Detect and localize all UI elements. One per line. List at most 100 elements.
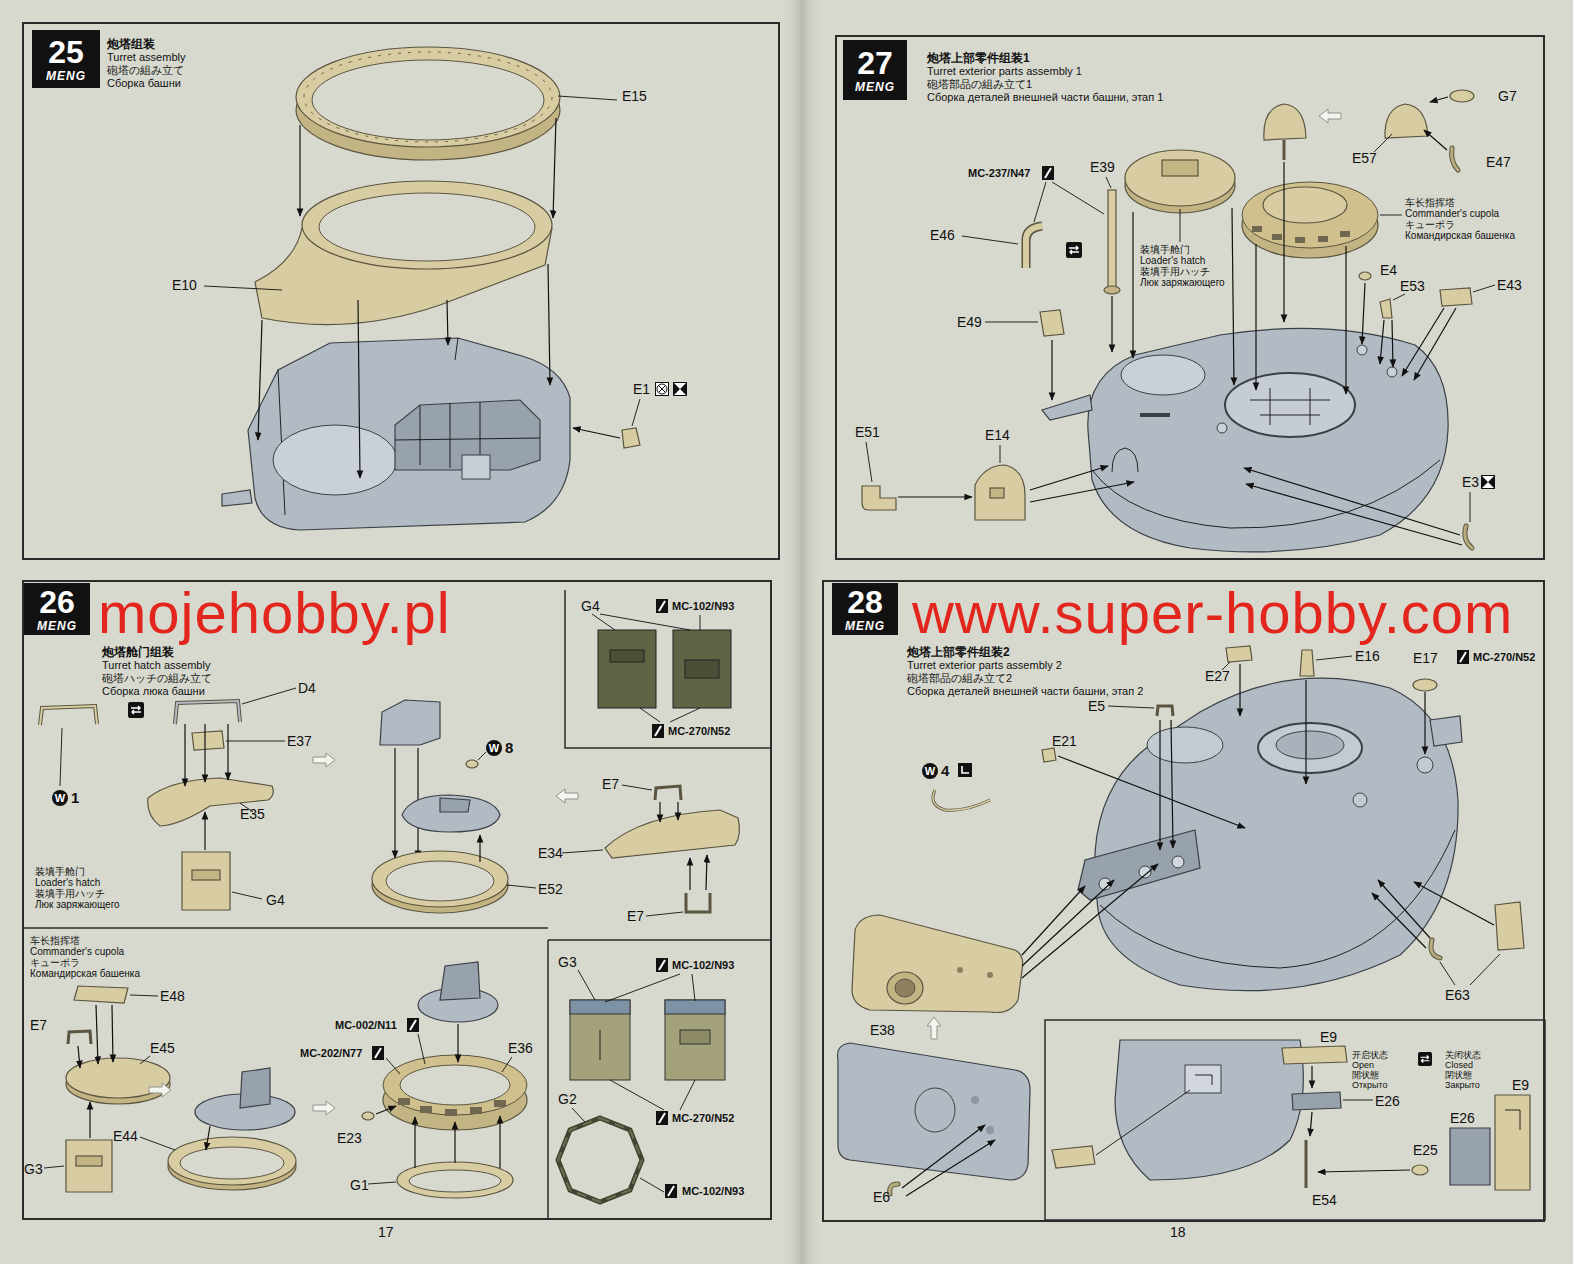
part-number: E38 [870,1022,895,1038]
quantity-number: 1 [71,789,79,806]
step-number: 26 [39,586,75,618]
title-line: Turret exterior parts assembly 1 [927,65,1163,78]
quantity-number: 8 [505,739,513,756]
title-line: Сборка деталей внешней части башни, этап… [907,685,1143,698]
step-icon-letter: W [922,763,938,779]
caption-text: Люк заряжающего [35,899,120,910]
part-number: E35 [240,806,265,822]
caption-text: 装填手用ハッチ [35,888,105,899]
title-line: Turret hatch assembly [102,659,212,672]
part-number: G2 [558,1091,577,1107]
step-title: 炮塔上部零件组装1Turret exterior parts assembly … [927,52,1163,104]
caption-text: 车长指挥塔 [1405,197,1455,208]
part-number: E57 [1352,150,1377,166]
caption-text: Closed [1445,1060,1473,1070]
step-number: 25 [48,36,84,68]
title-line: 炮塔组装 [107,38,185,51]
part-number: E39 [1090,159,1115,175]
step-badge: 26MENG [24,583,90,635]
caption-text: Open [1352,1060,1374,1070]
caption-text: キューポラ [1405,219,1455,230]
step-icon-letter: W [486,740,502,756]
caption-text: Закрыто [1445,1080,1480,1090]
caption-text: Открыто [1352,1080,1388,1090]
part-number: E23 [337,1130,362,1146]
caption-text: 关闭状态 [1445,1050,1481,1060]
step-icon-letter: W [52,790,68,806]
caption-text: 開状態 [1352,1070,1379,1080]
caption-text: 閉状態 [1445,1070,1472,1080]
caption-text: Commander's cupola [1405,208,1499,219]
part-number: E49 [957,314,982,330]
title-line: Сборка деталей внешней части башни, этап… [927,91,1163,104]
brand-logo: MENG [46,70,86,82]
brand-logo: MENG [37,620,77,632]
title-line: Turret assembly [107,51,185,64]
caption-text: Люк заряжающего [1140,277,1225,288]
part-number: E47 [1486,154,1511,170]
paint-code: MC-270/N52 [668,725,730,738]
part-number: E34 [538,845,563,861]
caption-text: 开启状态 [1352,1050,1388,1060]
part-number: E9 [1320,1029,1337,1045]
caption-text: キューポラ [30,957,80,968]
part-number: D4 [298,680,316,696]
paint-code: MC-270/N52 [672,1112,734,1125]
part-number: E63 [1445,987,1470,1003]
caption-text: Loader's hatch [35,877,100,888]
part-number: G3 [558,954,577,970]
part-number: E44 [113,1128,138,1144]
paint-code: MC-237/N47 [968,167,1030,180]
step-panel: 25MENG炮塔组装Turret assembly砲塔の組み立てСборка б… [22,22,780,560]
paint-code: MC-002/N11 [335,1019,397,1032]
title-line: Turret exterior parts assembly 2 [907,659,1143,672]
part-number: E4 [1380,262,1397,278]
part-number: E52 [538,881,563,897]
part-number: E14 [985,427,1010,443]
title-line: 炮塔上部零件组装1 [927,52,1163,65]
part-number: G4 [581,598,600,614]
part-number: E15 [622,88,647,104]
step-number: 27 [857,47,893,79]
part-number: E7 [627,908,644,924]
title-line: 砲塔の組み立て [107,64,185,77]
caption-text: 车长指挥塔 [30,935,80,946]
part-number: E21 [1052,733,1077,749]
caption-text: Loader's hatch [1140,255,1205,266]
title-line: 砲塔ハッチの組み立て [102,672,212,685]
part-number: E6 [873,1189,890,1205]
quantity-number: 4 [941,762,949,779]
part-number: E16 [1355,648,1380,664]
part-number: E7 [602,776,619,792]
part-number: E5 [1088,698,1105,714]
step-title: 炮塔舱门组装Turret hatch assembly砲塔ハッチの組み立てСбо… [102,646,212,698]
brand-logo: MENG [855,81,895,93]
part-number: G3 [24,1161,43,1177]
part-number: E45 [150,1040,175,1056]
caption-text: Commander's cupola [30,946,124,957]
paint-code: MC-102/N93 [672,959,734,972]
caption-text: 装填手舱门 [1140,244,1190,255]
part-number: G7 [1498,88,1517,104]
caption-text: Командирская башенка [1405,230,1515,241]
brand-logo: MENG [845,620,885,632]
part-number: E46 [930,227,955,243]
title-line: 炮塔上部零件组装2 [907,646,1143,659]
part-number: E53 [1400,278,1425,294]
title-line: 砲塔部品の組み立て1 [927,78,1163,91]
part-number: E51 [855,424,880,440]
part-number: E43 [1497,277,1522,293]
part-number: E1 [633,381,650,397]
paint-code: MC-102/N93 [672,600,734,613]
part-number: E26 [1450,1110,1475,1126]
paint-code: MC-102/N93 [682,1185,744,1198]
caption-text: 装填手舱门 [35,866,85,877]
page-number: 17 [378,1224,394,1240]
part-number: E48 [160,988,185,1004]
part-number: E25 [1413,1142,1438,1158]
part-number: E26 [1375,1093,1400,1109]
part-number: E7 [30,1017,47,1033]
page-number: 18 [1170,1224,1186,1240]
step-panel: 26MENG炮塔舱门组装Turret hatch assembly砲塔ハッチの組… [22,580,772,1220]
